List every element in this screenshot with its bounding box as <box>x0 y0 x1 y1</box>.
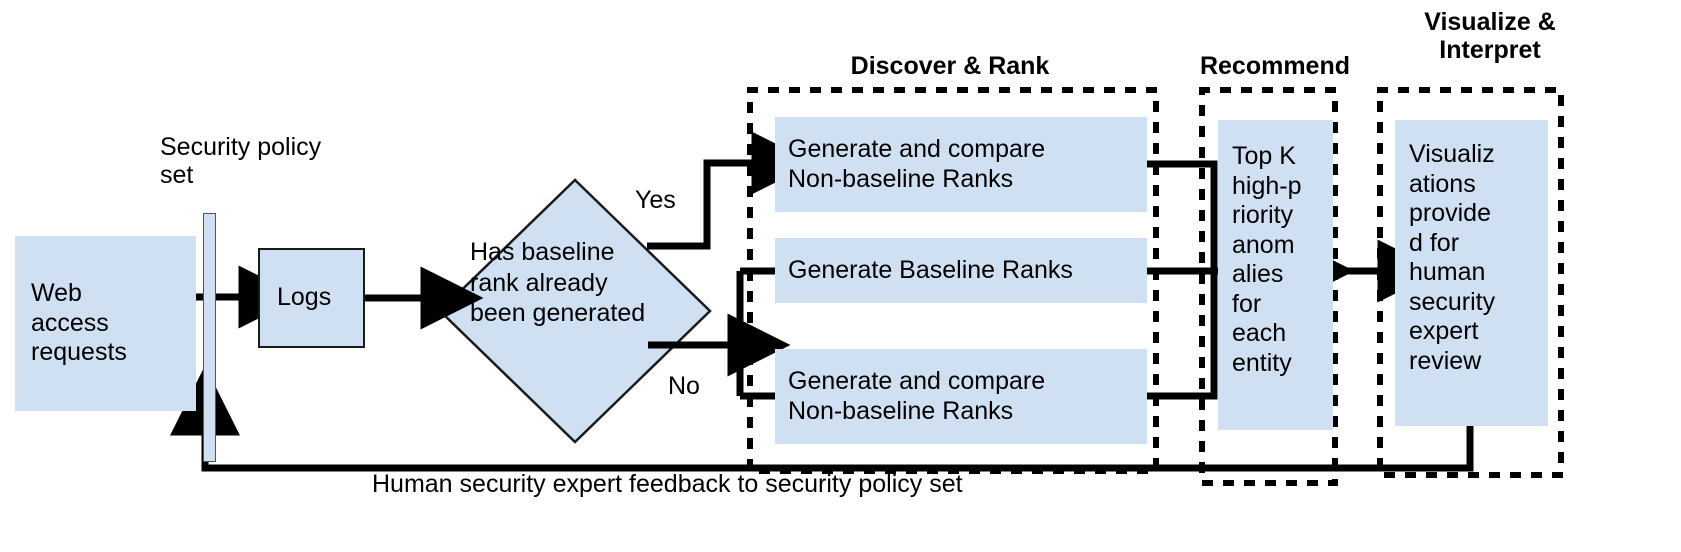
section-title-visualize-interpret: Visualize & Interpret <box>1424 8 1556 64</box>
node-visualizations-for-human-review: Visualiz ations provide d for human secu… <box>1395 120 1548 426</box>
node-top-k-high-priority-anomalies: Top K high-p riority anom alies for each… <box>1218 120 1333 430</box>
node-web-access-requests: Web access requests <box>15 236 196 411</box>
section-title-recommend: Recommend <box>1199 52 1351 80</box>
section-title-discover-rank: Discover & Rank <box>850 52 1050 80</box>
label-yes-branch: Yes <box>635 186 676 214</box>
node-logs: Logs <box>258 248 365 348</box>
node-generate-baseline-ranks: Generate Baseline Ranks <box>775 238 1147 303</box>
node-security-policy-set-bar <box>203 213 216 462</box>
label-security-policy-set: Security policy set <box>160 133 322 189</box>
node-generate-compare-nonbaseline-ranks-top: Generate and compare Non-baseline Ranks <box>775 117 1147 212</box>
label-decision-has-baseline-rank: Has baseline rank already been generated <box>470 238 646 327</box>
node-generate-compare-nonbaseline-ranks-bottom: Generate and compare Non-baseline Ranks <box>775 349 1147 444</box>
label-no-branch: No <box>668 372 700 400</box>
merge-bus <box>1147 160 1218 400</box>
label-feedback-loop: Human security expert feedback to securi… <box>372 470 963 498</box>
